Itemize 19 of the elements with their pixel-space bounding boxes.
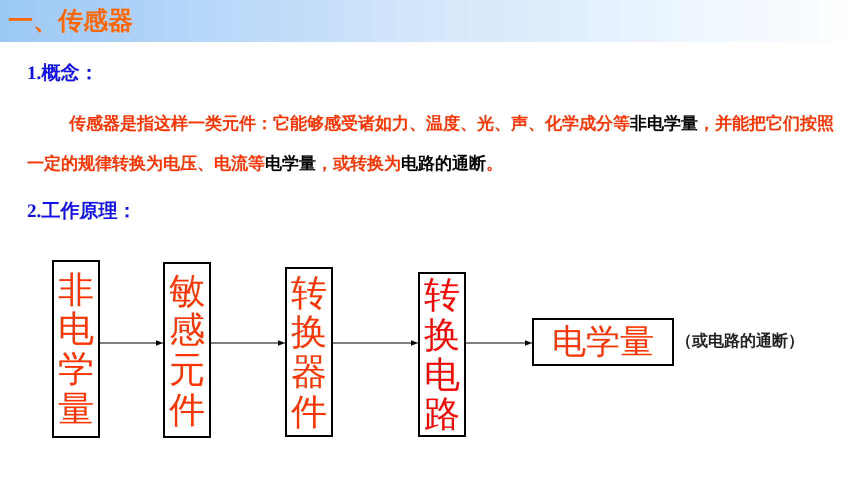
- section-heading: 2.工作原理：: [27, 200, 136, 224]
- process-box: [285, 267, 333, 437]
- side-note: （或电路的通断）: [676, 331, 804, 352]
- arrow: [466, 340, 532, 346]
- box-label: 转换电路: [424, 275, 460, 434]
- process-box: [52, 260, 100, 438]
- arrow: [332, 340, 418, 346]
- section-heading: 1.概念：: [27, 62, 98, 86]
- box-label: 电学量: [552, 325, 654, 359]
- box-label: 敏感元件: [169, 270, 205, 430]
- arrow: [100, 340, 164, 346]
- box-label: 非电学量: [58, 270, 94, 428]
- arrow: [210, 340, 286, 346]
- definition-paragraph: 传感器是指这样一类元件：它能够感受诸如力、温度、光、声、化学成分等非电学量，并能把它们按照一定的规律转换为电压、电流等电学量，或转换为电路的通断。: [27, 113, 835, 175]
- process-box: [163, 262, 211, 438]
- title: 一、传感器: [8, 6, 133, 37]
- process-box: [418, 272, 466, 437]
- process-box: [532, 318, 674, 366]
- box-label: 转换器件: [291, 272, 327, 432]
